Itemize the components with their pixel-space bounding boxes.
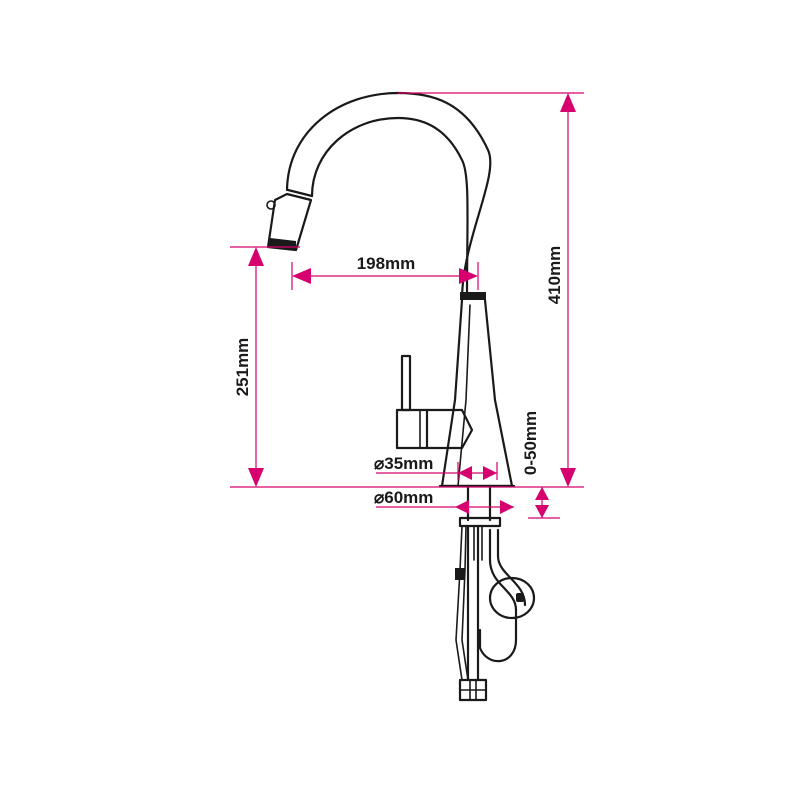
hose-loop-inner <box>496 528 527 607</box>
dim-spout-reach-arrow-right <box>459 268 478 284</box>
dim-spout-height-arrow-top <box>248 247 264 266</box>
hex-fitting <box>458 678 488 702</box>
dim-spout-reach-label: 198mm <box>357 254 416 273</box>
dim-total-height-label: 410mm <box>545 246 564 305</box>
dim-base-label: ⌀60mm <box>374 488 433 507</box>
spout-collar <box>460 292 486 300</box>
counterweight-clip <box>516 593 524 602</box>
dim-spout-reach-arrow-left <box>292 268 311 284</box>
spout-outer-edge <box>285 91 492 302</box>
mounting-rod <box>473 525 483 561</box>
faucet-drawing <box>266 91 536 702</box>
dim-total-height-arrow-top <box>560 93 576 112</box>
handle-block <box>395 408 429 450</box>
dim-spout-height-label: 251mm <box>233 338 252 397</box>
dim-base-arrow-left <box>455 500 469 514</box>
mounting-nut <box>458 516 502 528</box>
dim-deck-arrow-top <box>535 487 549 500</box>
spout-band <box>286 188 314 198</box>
handle-lever <box>400 354 412 412</box>
supply-hose-left-2 <box>461 525 469 681</box>
dim-deck-arrow-bottom <box>535 505 549 518</box>
dim-base-arrow-right <box>500 500 514 514</box>
hose-connector <box>455 568 465 580</box>
dim-shank-arrow-left <box>458 466 472 480</box>
handle-joint <box>425 408 474 450</box>
dimension-lines: 410mm 198mm 251mm 0-50mm ⌀35mm ⌀60mm <box>230 92 584 519</box>
supply-hose-left <box>455 525 463 681</box>
dim-deck-label: 0-50mm <box>521 411 540 475</box>
hose-loop <box>478 528 518 663</box>
spout-inner-edge <box>310 116 469 299</box>
supply-hose-main <box>466 524 480 682</box>
hex-fitting-lines <box>459 679 487 701</box>
shank <box>466 484 492 522</box>
dim-total-height-arrow-bottom <box>560 468 576 487</box>
dim-shank-arrow-right <box>483 466 497 480</box>
faucet-body <box>440 298 514 488</box>
dim-spout-height-arrow-bottom <box>248 468 264 487</box>
spray-button-icon <box>266 200 276 210</box>
counterweight <box>488 576 536 620</box>
body-highlight <box>457 304 471 487</box>
dim-shank-label: ⌀35mm <box>374 454 433 473</box>
